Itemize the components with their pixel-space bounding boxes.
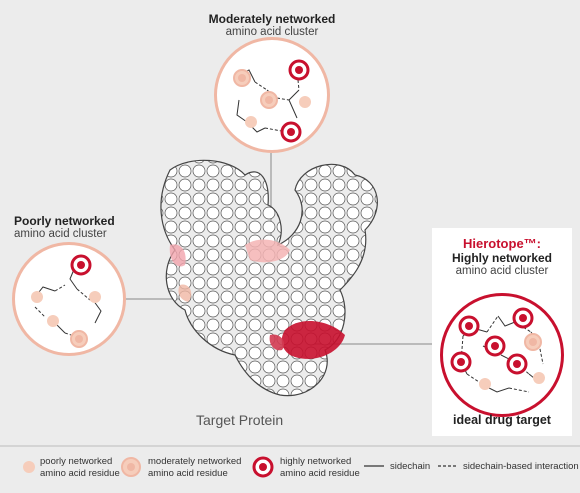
high-subtitle: amino acid cluster — [455, 265, 549, 277]
legend-poor-icon — [23, 461, 35, 473]
high-title: Highly networked — [451, 251, 552, 265]
legend-sidechain-icon — [364, 465, 384, 467]
legend-moderate-line2: amino acid residue — [148, 468, 228, 479]
legend-divider — [0, 445, 580, 447]
legend-poor-line2: amino acid residue — [40, 468, 120, 479]
moderate-subtitle: amino acid cluster — [225, 26, 319, 38]
legend-high-line2: amino acid residue — [280, 468, 360, 479]
poor-cluster-circle — [12, 242, 126, 356]
hierotope-brand: Hierotope™: — [463, 236, 541, 251]
poor-title: Poorly networked — [14, 214, 115, 228]
poor-cluster-diagram — [31, 254, 102, 348]
high-cluster-diagram — [450, 307, 545, 393]
target-protein-illustration — [160, 159, 378, 397]
legend-interaction-label: sidechain-based interaction — [463, 461, 579, 472]
legend-high-icon — [252, 456, 274, 478]
legend: poorly networked amino acid residue mode… — [0, 444, 580, 493]
legend-interaction-icon — [438, 465, 458, 467]
target-protein-label: Target Protein — [196, 412, 284, 428]
high-cluster-circle — [440, 293, 564, 417]
poor-subtitle: amino acid cluster — [14, 228, 107, 240]
ideal-drug-target-caption: ideal drug target — [453, 413, 551, 427]
legend-sidechain-label: sidechain — [390, 461, 431, 472]
legend-poor-line1: poorly networked — [40, 456, 113, 467]
legend-high-line1: highly networked — [280, 456, 352, 467]
moderate-cluster-diagram — [233, 59, 311, 143]
moderate-title: Moderately networked — [208, 12, 336, 26]
legend-moderate-icon — [121, 457, 141, 477]
legend-moderate-line1: moderately networked — [148, 456, 242, 467]
moderate-cluster-circle — [214, 37, 330, 153]
